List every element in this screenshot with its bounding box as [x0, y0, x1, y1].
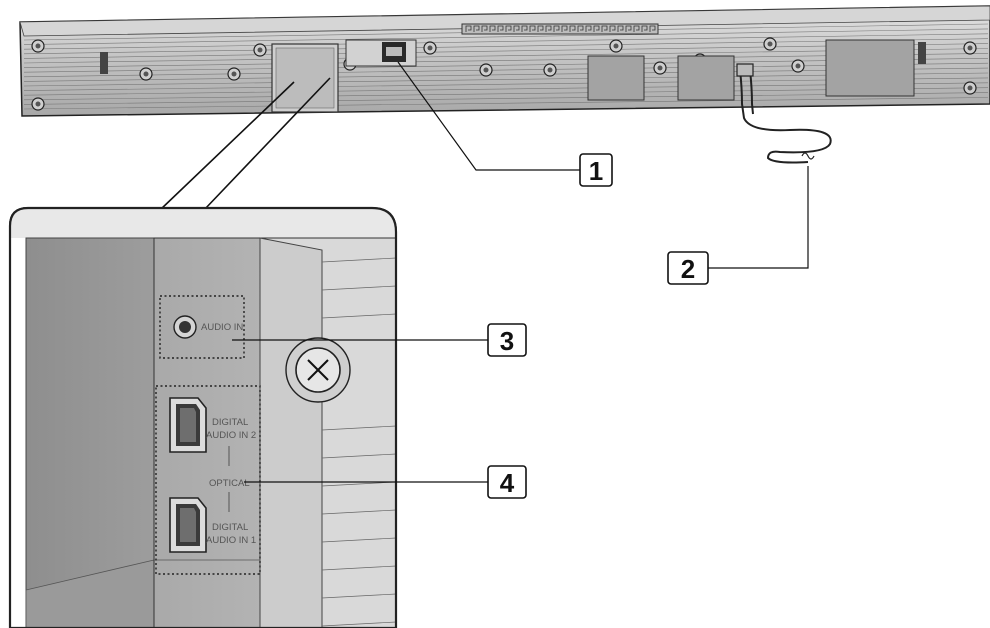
connector-bay — [271, 43, 339, 113]
power-cable — [736, 63, 832, 164]
digital-in-1-label-line2: AUDIO IN 1 — [206, 535, 256, 546]
svg-text:4: 4 — [500, 468, 515, 498]
digital-in-1-label-line1: DIGITAL — [212, 522, 248, 533]
callout-4: 4 — [487, 465, 527, 499]
ventilation-grille — [461, 23, 659, 35]
optical-port-2-icon — [169, 397, 207, 453]
soundbar-body — [19, 5, 990, 117]
rubber-pad-3 — [825, 39, 915, 97]
magnify-connector-lines — [159, 77, 331, 211]
svg-text:3: 3 — [500, 326, 514, 356]
usb-port — [345, 39, 417, 67]
leader-lines — [232, 61, 809, 483]
rubber-pad-1 — [587, 55, 645, 101]
audio-in-label: AUDIO IN — [201, 322, 243, 333]
rubber-pad-2 — [677, 55, 735, 101]
callout-2: 2 — [667, 251, 709, 285]
optical-label: OPTICAL — [209, 478, 250, 489]
inset-screw — [285, 337, 351, 403]
mount-slot-left — [100, 52, 108, 74]
magnified-inset — [8, 206, 398, 628]
optical-port-1-icon — [169, 497, 207, 553]
digital-in-2-label-line2: AUDIO IN 2 — [206, 430, 256, 441]
audio-in-port-group: AUDIO IN — [159, 295, 245, 359]
mount-slot-right — [918, 42, 926, 64]
callout-3: 3 — [487, 323, 527, 357]
callout-1: 1 — [579, 153, 613, 187]
digital-in-2-label-line1: DIGITAL — [212, 417, 248, 428]
svg-text:1: 1 — [589, 156, 603, 186]
svg-text:2: 2 — [681, 254, 695, 284]
optical-ports-group: DIGITAL AUDIO IN 2 OPTICAL DIGITAL AUDIO… — [155, 385, 261, 575]
